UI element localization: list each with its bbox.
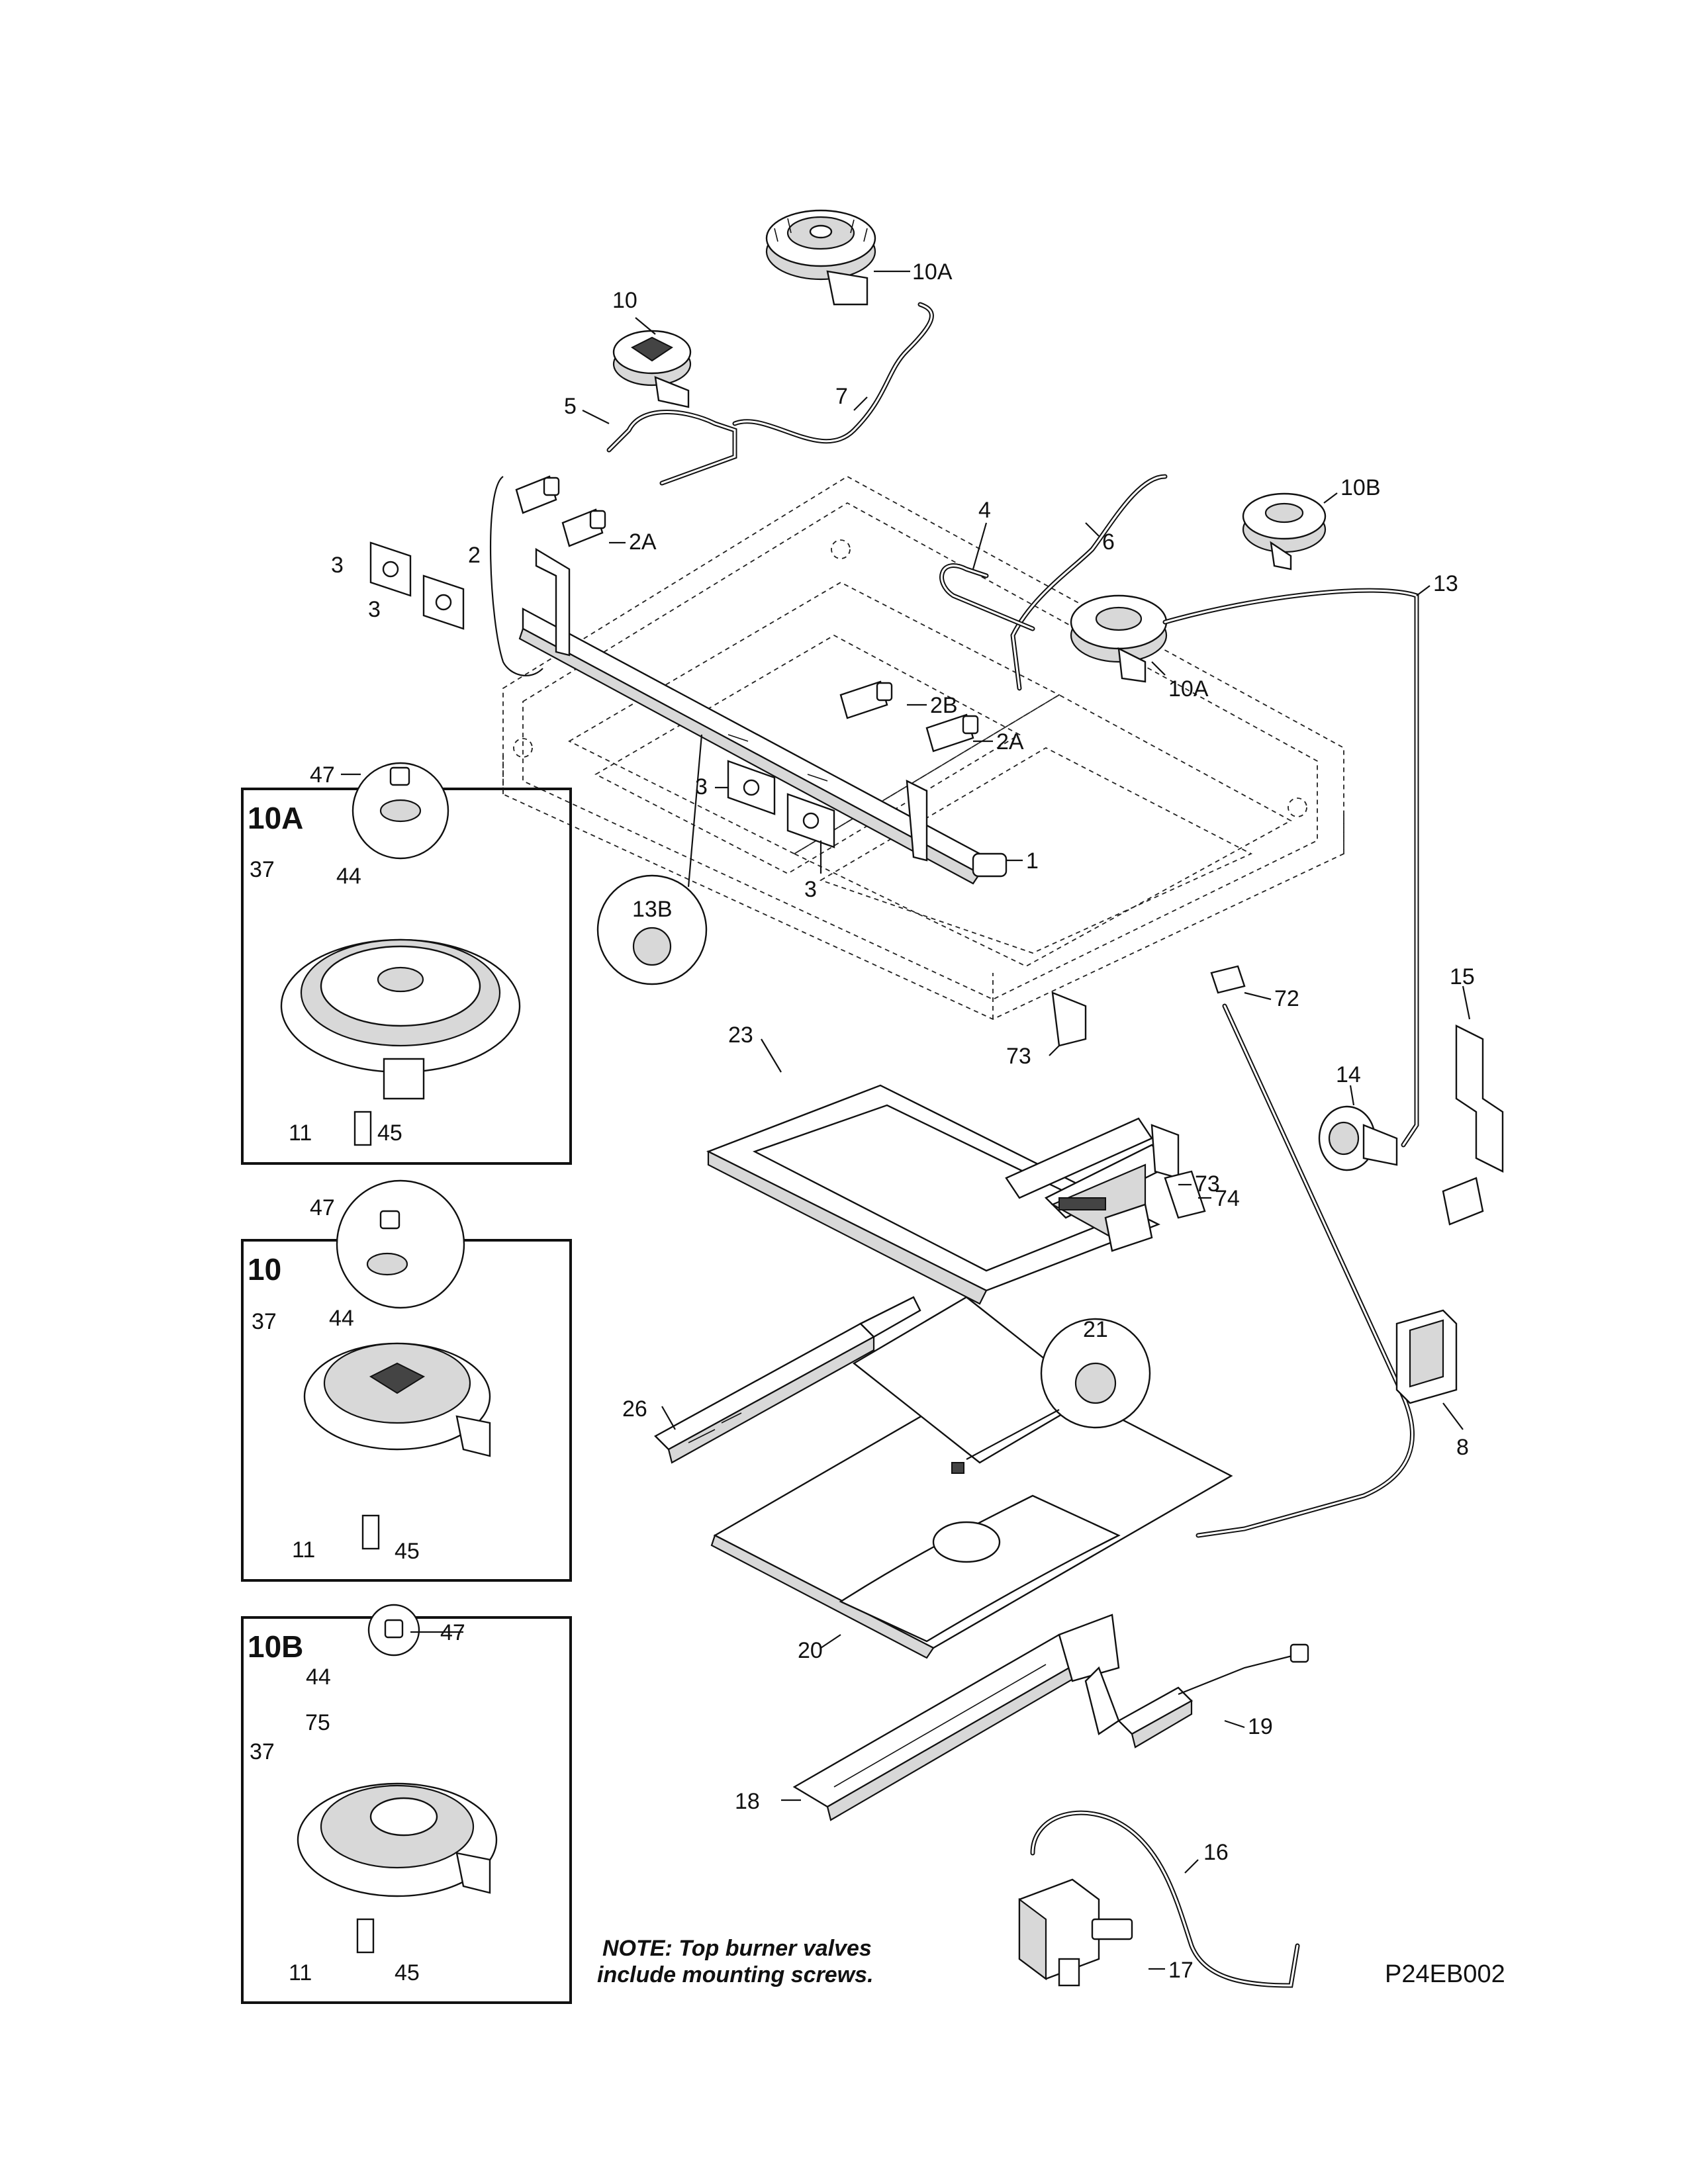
callout-11-b: 11 [292,1537,315,1563]
manifold-pipe [518,547,1008,885]
burner-head-10a-top [765,209,876,306]
drawing-code: P24EB002 [1385,1960,1505,1988]
callout-15: 15 [1450,964,1475,989]
callout-21: 21 [1083,1317,1108,1342]
callout-45-a: 45 [377,1120,402,1146]
callout-47-b: 47 [310,1195,335,1220]
burner-head-10a-mid [1070,594,1168,683]
magnifier-47-c [367,1604,420,1657]
callout-11-a: 11 [289,1120,312,1146]
magnifier-21 [966,1318,1151,1460]
burner-bracket-73 [1051,991,1180,1179]
callout-18: 18 [735,1789,760,1814]
callout-3-d: 3 [804,877,817,902]
callout-2a-right: 2A [996,729,1024,754]
callout-5: 5 [564,394,577,419]
burner-head-10b-top [1242,492,1327,570]
callout-1: 1 [1026,848,1039,874]
callout-23: 23 [728,1023,753,1048]
callout-73-a: 73 [1006,1044,1031,1069]
leader-lines [341,270,1471,1970]
callout-16: 16 [1203,1840,1229,1865]
callout-72: 72 [1274,986,1299,1011]
callout-11-c: 11 [289,1960,312,1985]
regulator-bracket-15 [1442,1024,1504,1226]
callout-8: 8 [1456,1435,1469,1460]
callout-37-b: 37 [252,1309,277,1334]
magnifier-13b [596,734,708,985]
callout-44-c: 44 [306,1664,331,1690]
spark-module-8 [1395,1309,1458,1404]
detail-frame-10b: 10B [241,1616,572,2004]
burner-head-10-top [612,330,692,408]
callout-20: 20 [798,1638,823,1663]
callout-14: 14 [1336,1062,1361,1087]
note-line-2: include mounting screws. [597,1962,874,1987]
callout-37-c: 37 [250,1739,275,1764]
valve-mounting-brackets [369,541,835,848]
callout-10a-mid: 10A [1168,676,1209,702]
callout-37-a: 37 [250,857,275,882]
callout-74: 74 [1215,1186,1240,1211]
callout-4: 4 [978,498,991,523]
callout-13b: 13B [632,897,673,922]
bake-igniter-19 [1117,1643,1309,1749]
callout-45-b: 45 [395,1539,420,1564]
callout-10a-top: 10A [912,259,953,285]
callout-47-c: 47 [440,1620,465,1645]
callout-47-a: 47 [310,762,335,788]
callout-17: 17 [1168,1958,1194,1983]
oven-safety-valve-17 [1018,1878,1133,1987]
frame-title-10b: 10B [248,1629,303,1664]
callout-labels: 10A 10 7 5 2 2A 3 3 4 6 10B 13 10A 2B 2A… [250,259,1475,1985]
callout-2a-left: 2A [629,529,657,555]
callout-10-top: 10 [612,288,637,313]
frame-title-10: 10 [248,1252,281,1287]
callout-3-b: 3 [368,597,381,622]
callout-2b: 2B [930,693,958,718]
frame-title-10a: 10A [248,801,303,835]
range-body-outline [502,475,1344,1020]
note-line-1: NOTE: Top burner valves [602,1936,872,1961]
callout-2: 2 [468,543,481,568]
callout-10b-top: 10B [1340,475,1381,500]
burner-valves [489,475,979,752]
bake-burner-18 [792,1614,1120,1821]
bracket-72 [1210,965,1246,994]
callout-26: 26 [622,1396,647,1422]
detail-frame-10: 10 [241,1239,572,1582]
callout-45-c: 45 [395,1960,420,1985]
pressure-regulator-14 [1318,1105,1398,1171]
magnifier-47-b [336,1179,465,1309]
callout-6: 6 [1102,529,1115,555]
callout-7: 7 [835,384,848,409]
callout-44-a: 44 [336,864,361,889]
callout-44-b: 44 [329,1306,354,1331]
callout-19: 19 [1248,1714,1273,1739]
gas-tubing [606,302,1419,1988]
callout-73-b: 73 [1195,1171,1220,1197]
callout-13: 13 [1433,571,1458,596]
callout-3-a: 3 [331,553,344,578]
callout-75: 75 [305,1710,330,1735]
callout-3-c: 3 [695,774,708,799]
detail-frame-10a: 10A [241,788,572,1165]
broil-burner-23 [706,1084,1174,1305]
magnifier-47-a [352,762,449,860]
burner-bracket-74 [1104,1170,1206,1252]
oven-igniter-26 [654,1296,921,1464]
burner-baffle-20 [710,1296,1233,1659]
